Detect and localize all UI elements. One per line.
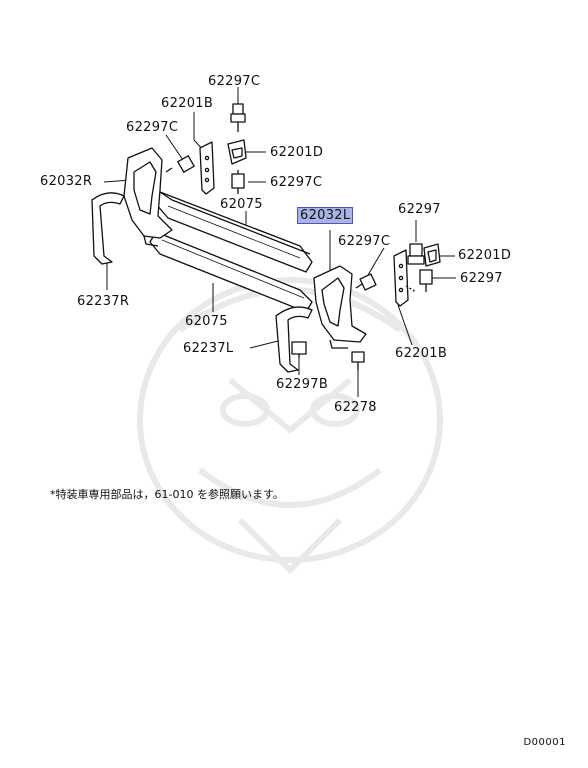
- callout-62278: 62278: [334, 400, 377, 415]
- watermark-emblem: [137, 277, 443, 575]
- bracket-62201b-upper: [199, 141, 215, 195]
- callout-62201d-mid: 62201D: [270, 145, 324, 160]
- callout-62297c-top: 62297C: [208, 74, 261, 89]
- bolt-62297c-left: [165, 155, 195, 173]
- bracket-62201b-right: [393, 249, 417, 307]
- clip-62201d-upper: [227, 139, 247, 165]
- callout-62297c-left: 62297C: [126, 120, 179, 135]
- callout-62201d-right: 62201D: [458, 248, 512, 263]
- clip-62278: [351, 351, 365, 370]
- bolt-62297c-right: [355, 273, 377, 291]
- bolt-62297b: [291, 341, 307, 358]
- extension-62237r: [91, 192, 125, 265]
- diagram-code: D00001: [523, 737, 566, 748]
- clip-62201d-right: [423, 243, 441, 267]
- callout-62075-bottom: 62075: [185, 314, 228, 329]
- nut-62297-right: [419, 269, 433, 292]
- callout-62075-top: 62075: [220, 197, 263, 212]
- bolt-62297c-top: [230, 103, 246, 132]
- extension-62237l: [275, 306, 313, 373]
- callout-62297c-right: 62297C: [338, 234, 391, 249]
- bracket-62032l: [313, 265, 367, 349]
- callout-62201b-top: 62201B: [161, 96, 214, 111]
- callout-62297b: 62297B: [276, 377, 329, 392]
- bracket-62032r: [123, 147, 173, 247]
- nut-62297-upper: [407, 243, 425, 265]
- callout-62201b-right: 62201B: [395, 346, 448, 361]
- callout-62032r: 62032R: [40, 174, 93, 189]
- callout-62237l: 62237L: [183, 341, 234, 356]
- callout-62297-right: 62297: [460, 271, 503, 286]
- special-vehicle-note: *特装車専用部品は，61-010 を参照願います。: [50, 488, 284, 501]
- callout-62032l-highlighted[interactable]: 62032L: [297, 207, 354, 224]
- nut-62297c-mid: [231, 170, 245, 194]
- callout-62297: 62297: [398, 202, 441, 217]
- callout-62297c-mid: 62297C: [270, 175, 323, 190]
- callout-62237r: 62237R: [77, 294, 130, 309]
